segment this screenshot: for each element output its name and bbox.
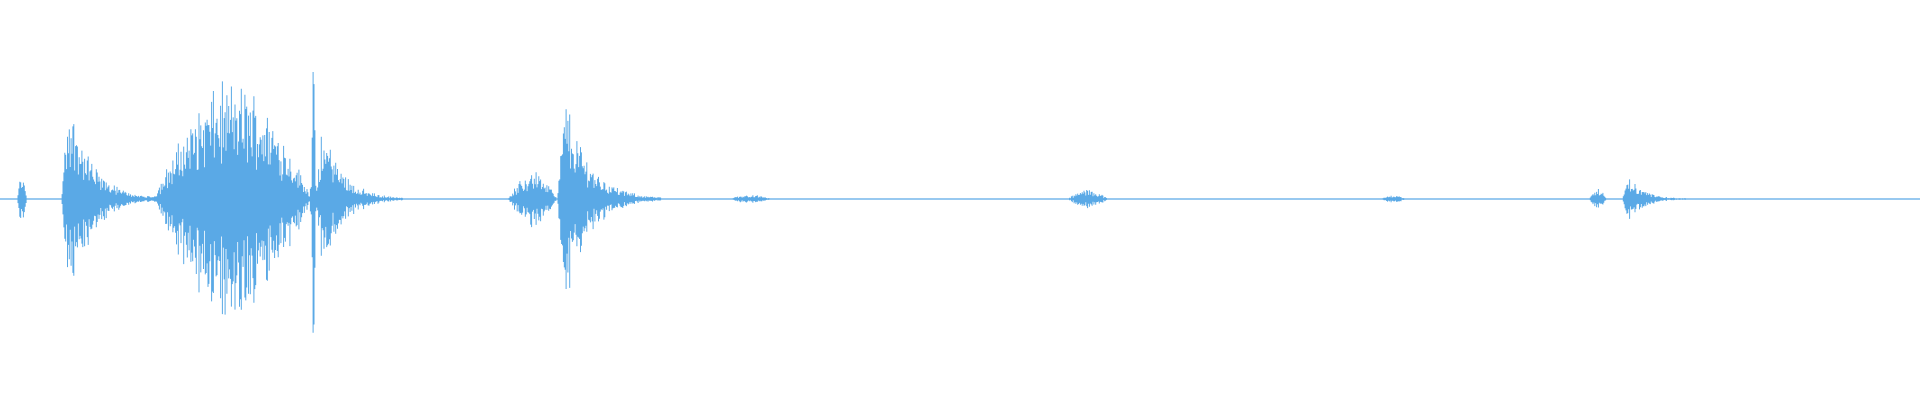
waveform-bars [17,72,1686,333]
waveform-samples [17,72,1686,333]
